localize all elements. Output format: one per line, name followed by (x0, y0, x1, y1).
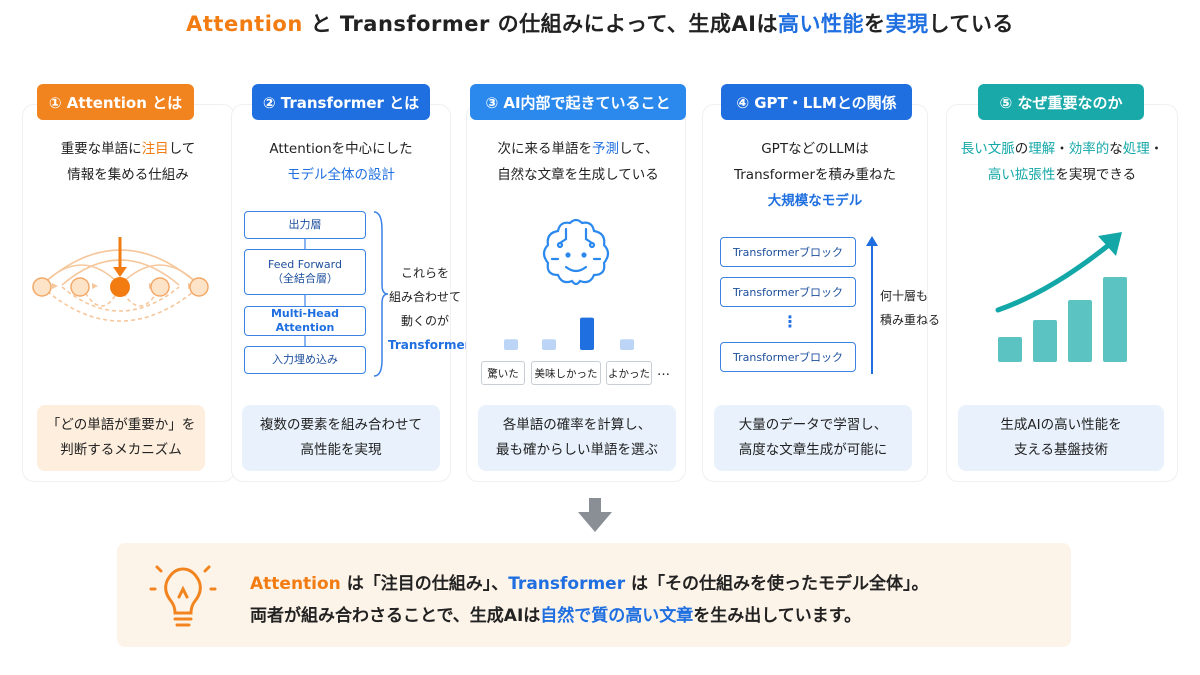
transformer-side-label: これらを 組み合わせて 動くのが Transformer (388, 266, 471, 352)
badge-attention: ① Attention とは (37, 84, 194, 120)
word-probability-bars (504, 317, 634, 350)
growth-arrow (995, 241, 1113, 313)
why-important-summary-box: 生成AIの高い性能を 支える基盤技術 (958, 405, 1164, 471)
attention-network-diagram (32, 237, 209, 322)
stack-ellipsis: ⋮ (782, 312, 798, 331)
growth-bar (1068, 300, 1092, 362)
gpt-llm-summary-box: 大量のデータで学習し、 高度な文章生成が可能に (714, 405, 912, 471)
stack-up-arrow (866, 236, 878, 374)
growth-bar (998, 337, 1022, 362)
probability-bar (580, 317, 594, 350)
layer-flow-arrows (304, 211, 389, 377)
growth-bar (1103, 277, 1127, 362)
transformer-block: Transformerブロック (720, 237, 856, 267)
growth-bar (1033, 320, 1057, 362)
lightbulb-icon (149, 565, 217, 627)
summary-box: Attention は「注目の仕組み」、Transformer は「その仕組みを… (117, 543, 1071, 647)
attention-description: 重要な単語に注目して 情報を集める仕組み (60, 141, 196, 183)
transformer-summary-box: 複数の要素を組み合わせて 高性能を実現 (242, 405, 440, 471)
why-important-description: 長い文脈の理解・効率的な処理・ 高い拡張性を実現できる (960, 141, 1164, 183)
page-title: Attention と Transformer の仕組みによって、生成AIは高い… (186, 12, 1014, 36)
word-option-ellipsis: … (657, 364, 670, 379)
layer-feed-forward: Feed Forward（全結合層） (244, 249, 366, 295)
transformer-block: Transformerブロック (720, 342, 856, 372)
badge-why-important: ⑤ なぜ重要なのか (978, 84, 1144, 120)
stack-side-label: 何十層も 積み重ねる (880, 289, 941, 327)
badge-transformer: ② Transformer とは (252, 84, 430, 120)
ai-internal-summary-box: 各単語の確率を計算し、 最も確からしい単語を選ぶ (478, 405, 676, 471)
growth-chart-icon (995, 232, 1127, 362)
attention-summary-box: 「どの単語が重要か」を 判断するメカニズム (37, 405, 205, 471)
word-option: よかった (606, 361, 652, 385)
probability-bar (542, 339, 556, 350)
layer-input-embedding: 入力埋め込み (244, 346, 366, 374)
badge-ai-internal: ③ AI内部で起きていること (470, 84, 686, 120)
layer-output: 出力層 (244, 211, 366, 239)
badge-gpt-llm: ④ GPT・LLMとの関係 (721, 84, 912, 120)
brain-icon (542, 218, 610, 286)
summary-line-1: Attention は「注目の仕組み」、Transformer は「その仕組みを… (250, 574, 929, 594)
transformer-description: Attentionを中心にした モデル全体の設計 (269, 141, 413, 183)
word-option: 美味しかった (531, 361, 601, 385)
layer-multi-head-attention: Multi-Head Attention (244, 306, 366, 336)
down-arrow-icon (578, 498, 612, 532)
gpt-llm-description: GPTなどのLLMは Transformerを積み重ねた 大規模なモデル (733, 141, 896, 209)
summary-line-2: 両者が組み合わさることで、生成AIは自然で質の高い文章を生み出しています。 (250, 606, 862, 626)
transformer-block: Transformerブロック (720, 277, 856, 307)
growth-arrow-head (1098, 232, 1122, 256)
probability-bar (504, 339, 518, 350)
ai-internal-description: 次に来る単語を予測して、 自然な文章を生成している (497, 141, 659, 183)
probability-bar (620, 339, 634, 350)
word-option: 驚いた (481, 361, 525, 385)
